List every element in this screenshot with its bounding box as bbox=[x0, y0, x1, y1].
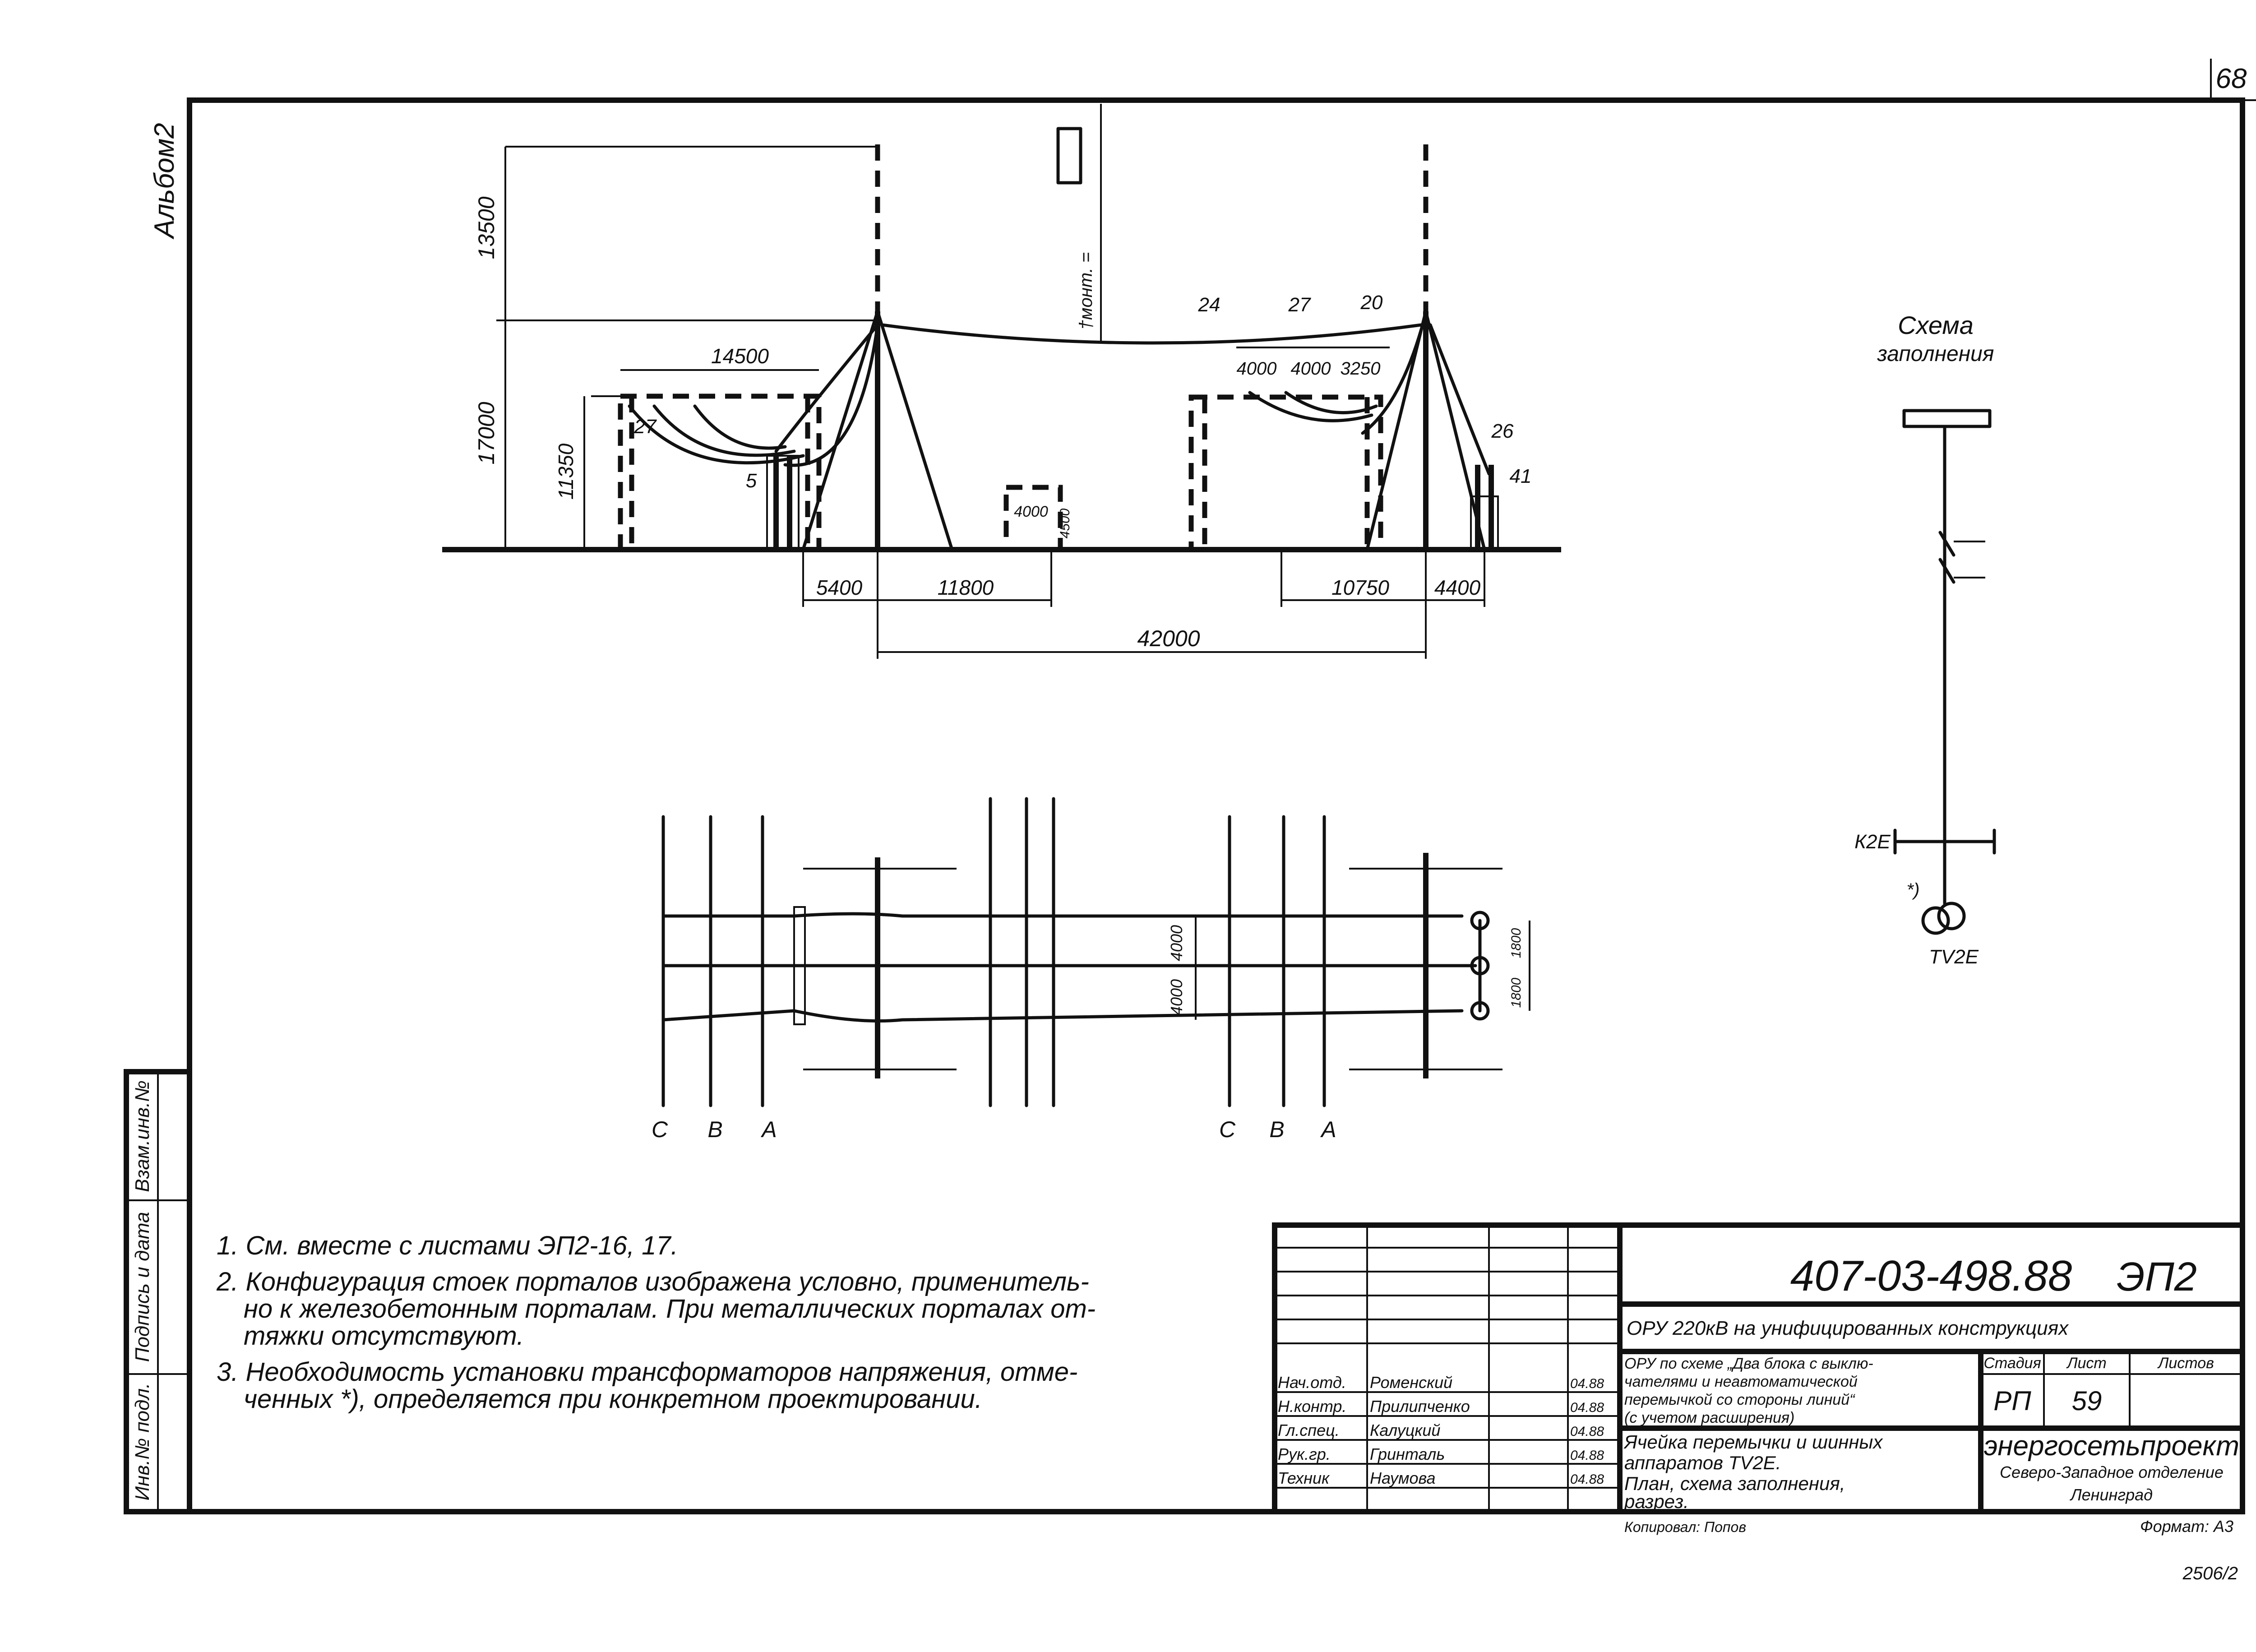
callout-27-left: 27 bbox=[634, 416, 657, 438]
staff-role: Н.контр. bbox=[1278, 1397, 1346, 1416]
scheme-tv-label: ТV2Е bbox=[1929, 946, 1979, 968]
dim-5400: 5400 bbox=[816, 576, 863, 599]
org-city: Ленинград bbox=[2070, 1485, 2153, 1504]
staff-date: 04.88 bbox=[1570, 1400, 1604, 1415]
plan-phase-left-c: С bbox=[652, 1117, 668, 1142]
desc-line-4: (с учетом расширения) bbox=[1624, 1409, 1794, 1426]
callout-41: 41 bbox=[1510, 465, 1532, 487]
staff-date: 04.88 bbox=[1570, 1376, 1604, 1391]
dim-14500: 14500 bbox=[711, 344, 769, 368]
dim-4000-a: 4000 bbox=[1237, 359, 1277, 379]
staff-date: 04.88 bbox=[1570, 1472, 1604, 1487]
stage-header: Стадия bbox=[1983, 1355, 2041, 1372]
plan-phase-right-c: С bbox=[1219, 1117, 1236, 1142]
side-strip bbox=[124, 1069, 192, 1514]
sheet-title-line-3: План, схема заполнения, bbox=[1624, 1473, 1845, 1494]
plan-dim-1800-a: 1800 bbox=[1509, 928, 1524, 958]
paper-format: Формат: А3 bbox=[2140, 1517, 2233, 1536]
side-label-inventory: Инв.№ подл. bbox=[131, 1383, 153, 1501]
sheet-title-line-4: разрез. bbox=[1623, 1491, 1689, 1512]
dim-3250: 3250 bbox=[1341, 359, 1381, 379]
staff-role: Рук.гр. bbox=[1278, 1445, 1331, 1463]
sheet-code: ЭП2 bbox=[2117, 1254, 2197, 1300]
staff-name: Прилипченко bbox=[1370, 1397, 1470, 1416]
dim-10750: 10750 bbox=[1331, 576, 1389, 599]
plan-dim-4000-b: 4000 bbox=[1167, 979, 1186, 1015]
callout-5: 5 bbox=[746, 470, 757, 492]
note-3-line1: 3. Необходимость установки трансформатор… bbox=[217, 1357, 1077, 1387]
staff-date: 04.88 bbox=[1570, 1448, 1604, 1463]
note-1: 1. См. вместе с листами ЭП2-16, 17. bbox=[217, 1231, 678, 1260]
scheme-title-line2: заполнения bbox=[1877, 342, 1994, 366]
sheet-number: 59 bbox=[2072, 1386, 2102, 1416]
album-label: Альбом2 bbox=[149, 123, 180, 240]
dim-17000: 17000 bbox=[474, 402, 499, 464]
plan-phase-right-b: В bbox=[1269, 1117, 1284, 1142]
staff-date: 04.88 bbox=[1570, 1424, 1604, 1439]
dim-42000: 42000 bbox=[1137, 626, 1200, 651]
plan-phase-left-a: А bbox=[760, 1117, 777, 1142]
plan-phase-left-b: В bbox=[707, 1117, 722, 1142]
note-3-line2: ченных *), определяется при конкретном п… bbox=[244, 1384, 982, 1414]
stamp-number: 2506/2 bbox=[2182, 1564, 2238, 1583]
filling-scheme bbox=[1893, 409, 1996, 935]
dim-13500: 13500 bbox=[474, 196, 499, 259]
dim-4500: 4500 bbox=[1058, 508, 1073, 538]
page-number: 68 bbox=[2216, 63, 2247, 94]
plan-dim-1800-b: 1800 bbox=[1509, 977, 1524, 1008]
note-2-line2: но к железобетонным порталам. При металл… bbox=[244, 1294, 1096, 1323]
scheme-bus-label: К2Е bbox=[1854, 831, 1891, 853]
dim-4000-c: 4000 bbox=[1014, 503, 1048, 520]
plan-phase-right-a: А bbox=[1320, 1117, 1336, 1142]
scheme-title-line1: Схема bbox=[1898, 311, 1974, 339]
plan-labels: 4000 4000 1800 1800 С В А С В А bbox=[652, 925, 1524, 1142]
note-2-line1: 2. Конфигурация стоек порталов изображен… bbox=[216, 1267, 1089, 1296]
elevation-drawing bbox=[442, 104, 1561, 659]
desc-line-2: чателями и неавтоматической bbox=[1624, 1373, 1858, 1390]
dim-11800: 11800 bbox=[938, 576, 994, 599]
stage-value: РП bbox=[1993, 1386, 2031, 1416]
notes: 1. См. вместе с листами ЭП2-16, 17. 2. К… bbox=[216, 1231, 1096, 1414]
staff-name: Наумова bbox=[1370, 1469, 1436, 1487]
desc-line-1: ОРУ по схеме „Два блока с выклю- bbox=[1624, 1355, 1873, 1372]
side-label-signature: Подпись и дата bbox=[131, 1212, 153, 1362]
sheet-title-line-2: аппаратов ТV2Е. bbox=[1624, 1452, 1781, 1473]
dim-4000-b: 4000 bbox=[1291, 359, 1331, 379]
sheet-title-line-1: Ячейка перемычки и шинных bbox=[1623, 1431, 1883, 1453]
elevation-callouts: 24 27 20 27 5 26 41 bbox=[634, 292, 1532, 492]
project-title: ОРУ 220кВ на унифицированных конструкция… bbox=[1627, 1317, 2069, 1339]
sheets-header: Листов bbox=[2157, 1355, 2214, 1372]
org-name: энергосетьпроект bbox=[1984, 1430, 2239, 1462]
org-branch: Северо-Западное отделение bbox=[2000, 1463, 2224, 1481]
doc-code: 407-03-498.88 bbox=[1790, 1252, 2072, 1300]
callout-24: 24 bbox=[1198, 294, 1220, 316]
mounting-height: †монт. = bbox=[1076, 252, 1096, 330]
note-2-line3: тяжки отсутствуют. bbox=[244, 1321, 524, 1351]
dim-4400: 4400 bbox=[1434, 576, 1481, 599]
staff-name: Калуцкий bbox=[1370, 1421, 1440, 1439]
staff-name: Роменский bbox=[1370, 1373, 1452, 1392]
staff-role: Нач.отд. bbox=[1278, 1373, 1346, 1392]
staff-table: Нач.отд. Роменский 04.88 Н.контр. Прилип… bbox=[1278, 1373, 1604, 1487]
sheet-header: Лист bbox=[2066, 1355, 2107, 1372]
plan-dim-4000-a: 4000 bbox=[1167, 925, 1186, 961]
title-block bbox=[1272, 1222, 2245, 1514]
staff-role: Гл.спец. bbox=[1278, 1421, 1340, 1439]
elevation-dimension-labels: 13500 17000 11350 14500 4000 4000 3250 5… bbox=[474, 196, 1481, 651]
callout-26: 26 bbox=[1491, 420, 1514, 442]
callout-20: 20 bbox=[1360, 292, 1383, 314]
plan-drawing bbox=[661, 797, 1530, 1107]
staff-role: Техник bbox=[1278, 1469, 1330, 1487]
callout-27-right: 27 bbox=[1288, 294, 1311, 316]
staff-name: Гринталь bbox=[1370, 1445, 1445, 1463]
desc-line-3: перемычкой со стороны линий“ bbox=[1624, 1391, 1855, 1408]
sheet-frame bbox=[187, 59, 2256, 1514]
copied-by: Копировал: Попов bbox=[1624, 1519, 1746, 1535]
scheme-star-mark: *) bbox=[1907, 880, 1920, 900]
dim-11350: 11350 bbox=[554, 443, 578, 500]
side-label-replace: Взам.инв.№ bbox=[131, 1080, 153, 1192]
